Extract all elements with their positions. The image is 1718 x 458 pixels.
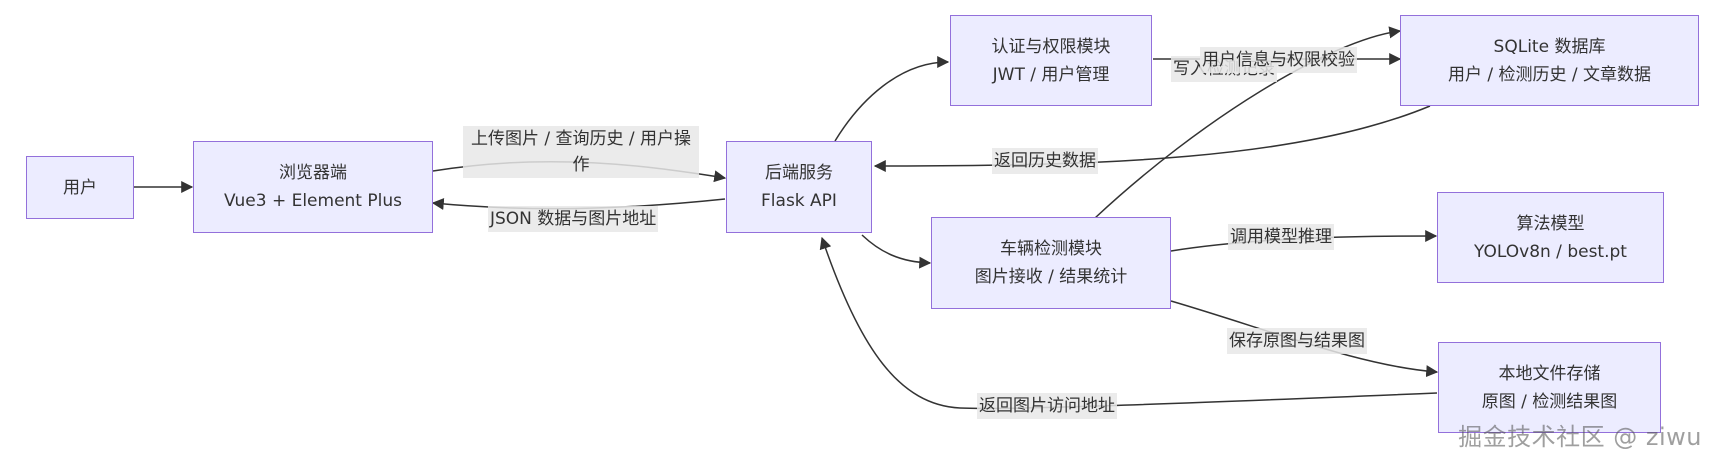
node-user-title: 用户	[63, 177, 97, 198]
edge-label-save-images: 保存原图与结果图	[1227, 328, 1367, 354]
node-detect: 车辆检测模块 图片接收 / 结果统计	[931, 217, 1171, 309]
node-browser-subtitle: Vue3 + Element Plus	[224, 191, 402, 211]
node-detect-title: 车辆检测模块	[1000, 239, 1102, 259]
node-storage: 本地文件存储 原图 / 检测结果图	[1438, 342, 1661, 433]
edge-label-user-auth: 用户信息与权限校验	[1200, 47, 1357, 73]
edge-label-upload: 上传图片 / 查询历史 / 用户操作	[463, 126, 699, 178]
node-auth: 认证与权限模块 JWT / 用户管理	[950, 15, 1152, 106]
node-storage-subtitle: 原图 / 检测结果图	[1481, 391, 1618, 412]
node-model: 算法模型 YOLOv8n / best.pt	[1437, 192, 1664, 283]
watermark-text: 掘金技术社区 @ ziwu	[1458, 423, 1702, 451]
node-db: SQLite 数据库 用户 / 检测历史 / 文章数据	[1400, 15, 1699, 106]
node-detect-subtitle: 图片接收 / 结果统计	[974, 267, 1128, 287]
node-storage-title: 本地文件存储	[1498, 363, 1601, 384]
edge-label-history-return: 返回历史数据	[992, 148, 1098, 174]
edge-label-call-model: 调用模型推理	[1228, 224, 1334, 250]
edge-backend-detect	[861, 234, 932, 269]
edge-label-json-return: JSON 数据与图片地址	[488, 206, 659, 232]
edge-label-image-url: 返回图片访问地址	[977, 393, 1117, 419]
node-auth-subtitle: JWT / 用户管理	[992, 64, 1110, 85]
node-auth-title: 认证与权限模块	[991, 36, 1111, 57]
edge-db-backend	[873, 105, 1431, 172]
node-backend: 后端服务 Flask API	[726, 141, 872, 233]
node-model-subtitle: YOLOv8n / best.pt	[1474, 241, 1627, 262]
edge-backend-auth	[834, 56, 950, 142]
node-browser-title: 浏览器端	[279, 163, 347, 183]
node-browser: 浏览器端 Vue3 + Element Plus	[193, 141, 433, 233]
node-db-subtitle: 用户 / 检测历史 / 文章数据	[1447, 64, 1652, 85]
node-db-title: SQLite 数据库	[1493, 36, 1606, 57]
edge-detect-db	[1094, 26, 1402, 219]
node-user: 用户	[26, 156, 134, 219]
node-backend-title: 后端服务	[765, 163, 833, 183]
node-model-title: 算法模型	[1516, 213, 1585, 234]
edge-storage-backend	[819, 236, 1438, 410]
node-backend-subtitle: Flask API	[761, 191, 837, 211]
